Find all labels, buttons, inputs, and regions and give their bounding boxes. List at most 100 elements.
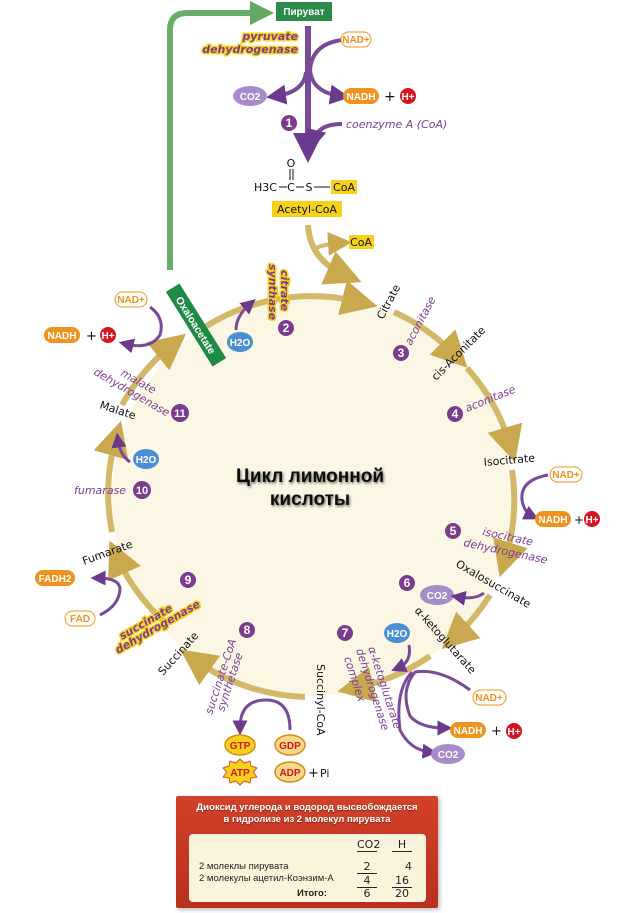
nad-pill-11	[114, 291, 148, 308]
h-circle-5	[584, 511, 600, 527]
acetyl-o: O	[287, 157, 296, 170]
co2-cloud-6	[420, 585, 454, 605]
pi-label: Pi	[320, 767, 329, 780]
h-label-1: H+	[401, 92, 414, 103]
h2o-cloud-2	[227, 332, 253, 352]
acetyl-c: C	[287, 181, 295, 194]
arrow-oxalosuccinate-akg	[441, 593, 493, 650]
step-6-badge	[399, 575, 415, 591]
cycle-title-line2: кислоты	[270, 489, 350, 510]
gdp-label: GDP	[279, 741, 301, 752]
h-label-11: H+	[101, 331, 114, 342]
fad-arrow	[90, 570, 122, 617]
step-7-label: 7	[342, 626, 349, 640]
step-4-label: 4	[452, 407, 459, 421]
citrate-synthase-line1: citrate	[278, 270, 291, 312]
h2o-arrow-10	[111, 432, 131, 464]
col-h: H	[392, 838, 412, 852]
total-h: 20	[395, 887, 409, 900]
pyruvate-box	[276, 2, 332, 21]
nadh-label-11: NADH	[48, 331, 77, 342]
akg-co2-arrow	[397, 670, 438, 759]
arrow-oxaloacetate-citrate	[203, 280, 378, 330]
gdp-gtp-arrow	[232, 698, 292, 736]
step-1-badge	[281, 115, 297, 131]
pdh-coa-arrow	[306, 122, 343, 150]
fadh2-pill	[35, 570, 75, 586]
step-8-label: 8	[244, 623, 251, 637]
step-10-badge	[133, 481, 151, 499]
coenzyme-a-label: coenzyme A (CoA)	[346, 118, 447, 131]
step-4-badge	[447, 406, 463, 422]
mdh-cofactor-arrow	[118, 305, 163, 354]
plus-1: +	[384, 89, 396, 105]
row-acetyl-label: 2 молекулы ацетил-Коэнзим-А	[199, 873, 334, 884]
h2o-label-7: H2O	[387, 629, 408, 640]
co2-arrow-6	[450, 590, 485, 606]
step-7-badge	[337, 625, 353, 641]
arrow-succinylcoa-succinate	[180, 649, 306, 700]
row-pyruvate-h: 4	[405, 860, 412, 873]
gtp-badge	[224, 734, 256, 756]
plus-11: +	[86, 329, 97, 344]
step-9-label: 9	[185, 573, 192, 587]
isocitrate-label: Isocitrate	[483, 452, 536, 469]
col-co2: CO2	[357, 838, 381, 852]
fad-pill	[64, 610, 96, 627]
released-coa-highlight	[349, 235, 374, 249]
akg-nad-arrow	[404, 669, 471, 736]
nadh-pill-5	[535, 511, 571, 527]
co2-cloud-1	[233, 86, 267, 106]
h-circle-11	[100, 327, 116, 343]
adp-label: ADP	[279, 768, 300, 779]
nadh-label-1: NADH	[347, 92, 376, 103]
step-10-label: 10	[136, 485, 148, 497]
nad-label-7: NAD+	[475, 693, 503, 704]
gdp-badge	[274, 734, 306, 756]
plus-8: +	[308, 766, 319, 781]
summary-heading-line2: в гидролизе из 2 молекул пирувата	[223, 814, 391, 825]
adp-badge	[274, 761, 306, 783]
h2o-label-10: H2O	[136, 455, 157, 466]
arrow-malate-oxaloacetate	[119, 333, 186, 407]
step-3-label: 3	[398, 346, 405, 360]
total-label: Итого:	[297, 888, 327, 899]
summary-box: Диоксид углерода и водород высвобождаетс…	[176, 796, 438, 908]
nad-label-1: NAD+	[342, 35, 370, 46]
summary-table: CO2 H 2 молеклы пирувата 2 4 2 молекулы …	[189, 834, 426, 902]
coa-release-arrow	[315, 231, 352, 256]
pdh-nad-arrow	[307, 38, 350, 105]
succinyl-coa-label: Succinyl-CoA	[314, 664, 327, 736]
nad-pill-1	[340, 31, 372, 48]
row-acetyl-h: 16	[392, 874, 412, 888]
arrow-succinate-fumarate	[108, 540, 170, 628]
arrow-cisaconitate-isocitrate	[464, 365, 523, 463]
atp-starburst	[222, 758, 258, 786]
nad-label-5: NAD+	[552, 470, 580, 481]
pdh-co2-arrow	[266, 71, 308, 105]
acetyl-coa-group: CoA	[333, 181, 355, 194]
step-11-badge	[171, 404, 189, 422]
row-pyruvate-label: 2 молеклы пирувата	[199, 861, 289, 872]
acetyl-entry-arrow	[305, 224, 362, 285]
row-pyruvate-co2: 2	[357, 860, 377, 874]
acetyl-s: S	[306, 181, 313, 194]
h-label-5: H+	[585, 515, 598, 526]
co2-label-6: CO2	[427, 591, 448, 602]
summary-heading-line1: Диоксид углерода и водород высвобождаетс…	[196, 802, 418, 813]
step-1-label: 1	[286, 116, 293, 130]
step-8-badge	[239, 622, 255, 638]
h-label-7: H+	[507, 727, 520, 738]
fumarase-label: fumarase	[74, 484, 126, 497]
citrate-synthase-line2: synthase	[266, 264, 279, 321]
cycle-title-line1: Цикл лимонной	[236, 466, 384, 487]
cycle-arrows	[93, 280, 528, 703]
return-arrow	[167, 1, 274, 270]
nadh-label-5: NADH	[539, 515, 568, 526]
step-3-badge	[393, 345, 409, 361]
nadh-pill-7	[450, 722, 486, 738]
step-5-label: 5	[450, 524, 457, 538]
h2o-arrow-7	[391, 644, 411, 672]
h2o-label-2: H2O	[230, 338, 251, 349]
